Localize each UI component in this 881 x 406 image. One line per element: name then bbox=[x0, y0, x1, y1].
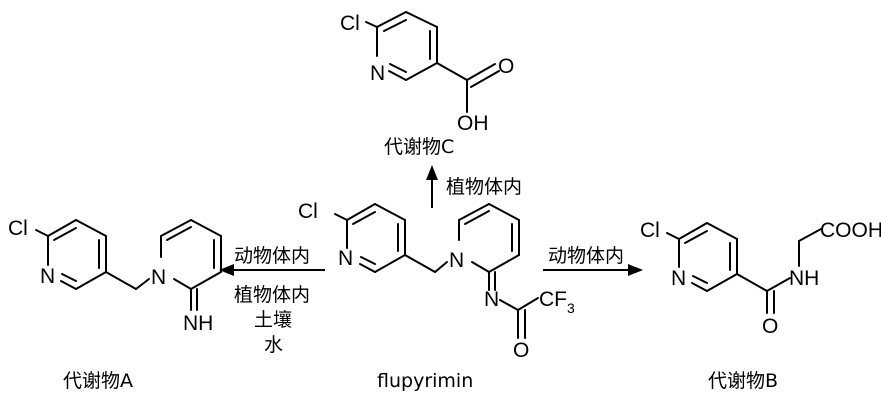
metabolite-b-cl-label: Cl bbox=[640, 219, 660, 242]
flupyrimin-n-pyridine-label: N bbox=[338, 247, 353, 270]
metabolite-c-caption: 代谢物C bbox=[384, 136, 454, 158]
arrow-a-condition-3: 土壤 bbox=[254, 309, 292, 331]
metabolite-a-caption: 代谢物A bbox=[63, 370, 133, 392]
arrow-c-condition-1: 植物体内 bbox=[446, 176, 522, 198]
metabolite-a-n-ring-label: N bbox=[151, 266, 166, 289]
flupyrimin-caption: flupyrimin bbox=[377, 370, 473, 392]
arrow-to-metabolite-b bbox=[543, 264, 643, 276]
flupyrimin-cf3-label: CF bbox=[539, 288, 567, 311]
metabolite-a-cl-label: Cl bbox=[8, 217, 28, 240]
metabolite-b-n-pyridine-label: N bbox=[671, 267, 686, 290]
metabolite-c-cl-label: Cl bbox=[340, 12, 360, 35]
metabolite-a-nh-label: NH bbox=[183, 312, 213, 335]
metabolite-b-structure: Cl N O NH COOH bbox=[640, 219, 881, 338]
metabolite-b-cooh-label: COOH bbox=[820, 219, 881, 242]
metabolite-c-oh-label: OH bbox=[457, 112, 489, 135]
metabolite-b-nh-label: NH bbox=[789, 267, 819, 290]
flupyrimin-cf3-subscript: 3 bbox=[567, 300, 575, 316]
metabolite-a-structure: Cl N N NH bbox=[8, 217, 222, 335]
metabolite-c-structure: Cl N O OH bbox=[340, 11, 514, 135]
arrow-to-metabolite-a bbox=[219, 264, 325, 276]
arrow-a-condition-1: 动物体内 bbox=[234, 245, 310, 267]
flupyrimin-structure: Cl N N N CF 3 O bbox=[298, 200, 575, 362]
arrow-to-metabolite-c bbox=[426, 165, 438, 208]
metabolite-b-o-label: O bbox=[762, 315, 778, 338]
arrow-a-condition-4: 水 bbox=[264, 334, 283, 356]
metabolite-b-caption: 代谢物B bbox=[708, 370, 778, 392]
metabolite-a-n-pyridine-label: N bbox=[40, 265, 55, 288]
flupyrimin-n-ring-label: N bbox=[449, 249, 464, 272]
flupyrimin-n-imine-label: N bbox=[484, 288, 499, 311]
metabolite-c-n-label: N bbox=[370, 62, 385, 85]
arrow-b-condition-1: 动物体内 bbox=[548, 245, 624, 267]
flupyrimin-o-label: O bbox=[513, 339, 529, 362]
metabolite-c-o-label: O bbox=[498, 55, 514, 78]
flupyrimin-cl-label: Cl bbox=[298, 200, 318, 223]
arrow-a-condition-2: 植物体内 bbox=[234, 284, 310, 306]
